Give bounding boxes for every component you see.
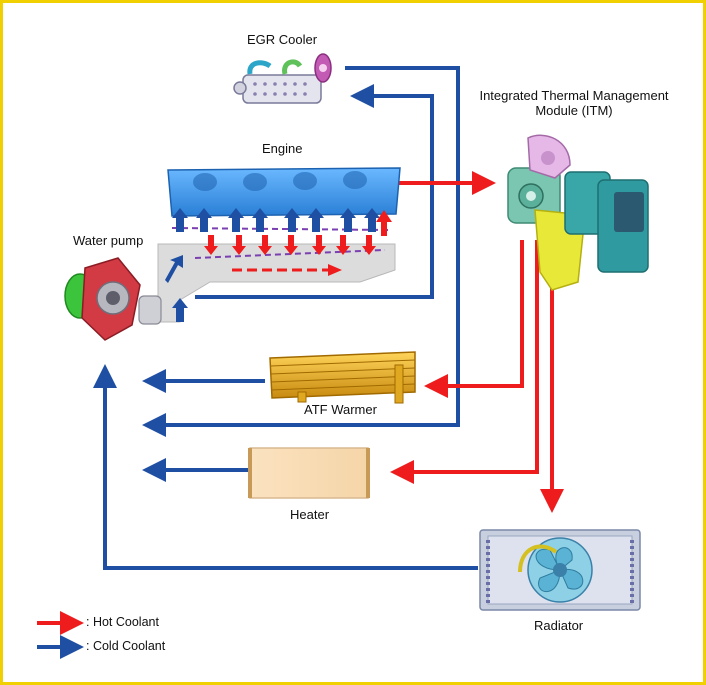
water-pump-label: Water pump [73,233,144,248]
itm-label-line2: Module (ITM) [535,103,613,118]
legend-cold-label: : Cold Coolant [86,639,166,653]
water-pump-illustration [64,257,162,341]
engine-to-egr-line [195,84,434,299]
itm-label: Integrated Thermal Management Module (IT… [474,88,674,118]
legend-hot-label: : Hot Coolant [86,615,159,629]
cold-coolant-lines [93,66,478,570]
radiator-label: Radiator [534,618,584,633]
atf-warmer-illustration [269,351,416,404]
egr-cooler-illustration [233,53,332,104]
heater-label: Heater [290,507,330,522]
itm-illustration [507,134,649,291]
engine-label: Engine [262,141,303,156]
heater-illustration [248,447,370,499]
legend-arrows [37,611,84,659]
egr-cooler-label: EGR Cooler [247,32,318,47]
engine-illustration [157,167,401,323]
radiator-illustration [479,529,641,611]
itm-to-atf-line [424,240,524,398]
itm-label-line1: Integrated Thermal Management [479,88,669,103]
egr-return-line [142,66,460,437]
hot-coolant-lines [390,171,564,513]
radiator-return-line [93,364,478,570]
itm-to-heater-line [390,240,539,484]
atf-warmer-label: ATF Warmer [304,402,377,417]
